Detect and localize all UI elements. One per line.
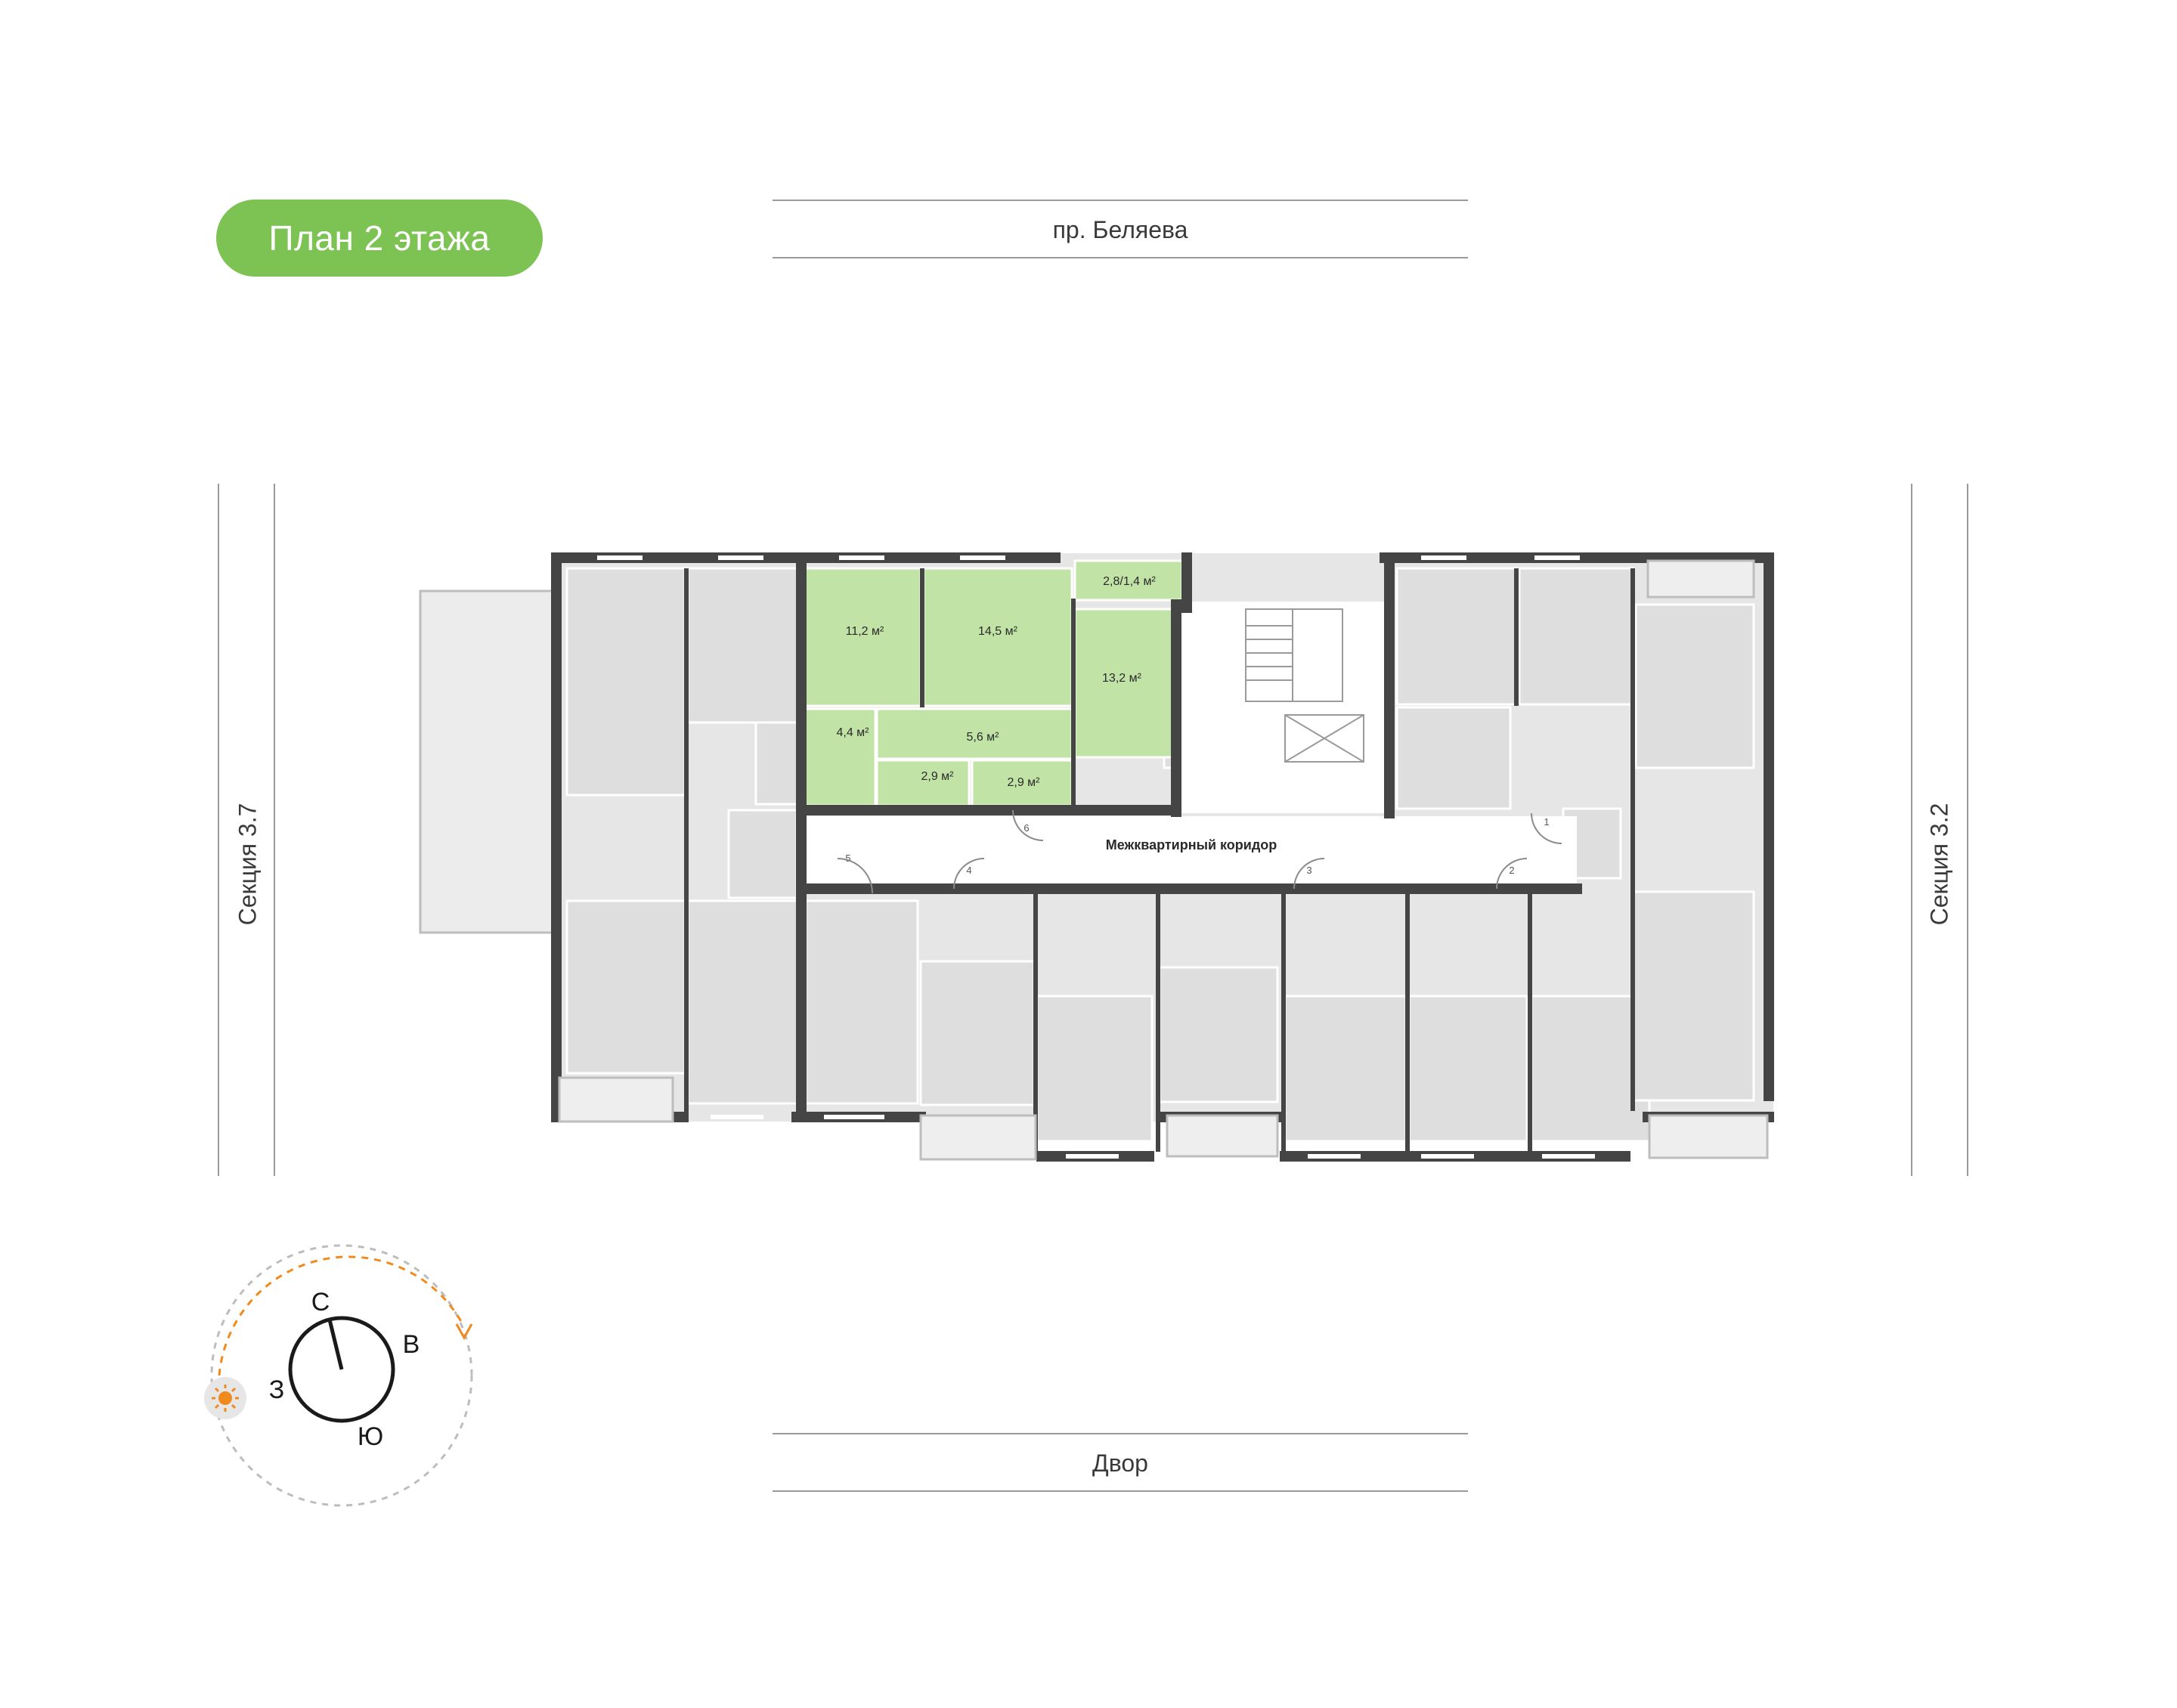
street-bottom-line-lower	[773, 1490, 1468, 1492]
terrace-left	[419, 589, 558, 934]
windows	[597, 555, 1595, 1159]
compass-dial	[288, 1316, 395, 1423]
compass-south: Ю	[358, 1422, 383, 1451]
storage-area: 2,9 м²	[1007, 776, 1040, 789]
door-number-3: 3	[1306, 865, 1311, 876]
compass: С В З Ю	[204, 1244, 473, 1507]
street-bottom-line-upper	[773, 1433, 1468, 1434]
wc-area: 2,9 м²	[921, 770, 954, 783]
door-number-4: 4	[966, 865, 971, 876]
section-left-line-inner	[274, 484, 275, 1176]
wc-shape	[875, 759, 971, 807]
page-title: План 2 этажа	[216, 200, 543, 277]
rooms	[565, 567, 1755, 1143]
compass-needle	[327, 1319, 344, 1370]
room-c-shape	[1073, 608, 1175, 759]
door-number-1: 1	[1544, 816, 1549, 828]
section-right-line-outer	[1911, 484, 1912, 1176]
section-right-line-inner	[1967, 484, 1968, 1176]
storage-shape	[971, 759, 1073, 807]
room-a-area: 11,2 м²	[846, 625, 884, 638]
street-top-line-upper	[773, 200, 1468, 201]
room-b-area: 14,5 м²	[978, 625, 1018, 638]
door-number-6: 6	[1023, 822, 1029, 834]
corridor-label: Межквартирный коридор	[1106, 837, 1277, 852]
arrow-head-icon	[455, 1323, 473, 1341]
street-bottom-label: Двор	[1092, 1450, 1148, 1477]
balcony-area: 2,8/1,4 м²	[1103, 575, 1156, 588]
room-c-area: 13,2 м²	[1102, 672, 1142, 685]
balcony-shape	[1073, 559, 1184, 602]
sun-path	[210, 1244, 473, 1507]
street-top-line-lower	[773, 257, 1468, 258]
door-swings	[837, 809, 1562, 894]
bath-area: 4,4 м²	[836, 726, 869, 739]
section-left-line-outer	[218, 484, 219, 1176]
compass-north: С	[311, 1288, 330, 1317]
balconies	[558, 559, 1769, 1161]
room-a-shape	[803, 567, 922, 707]
highlighted-apartment	[803, 559, 1184, 807]
bath-shape	[803, 707, 877, 807]
staircase	[1245, 608, 1364, 763]
hall-area: 5,6 м²	[966, 731, 999, 744]
compass-west: З	[269, 1375, 285, 1404]
door-number-5: 5	[845, 852, 850, 864]
thin-walls	[684, 568, 1635, 1152]
compass-east: В	[403, 1330, 420, 1359]
corridor	[801, 816, 1577, 886]
door-number-2: 2	[1509, 865, 1514, 876]
stair-hall	[1176, 602, 1389, 813]
sun-icon	[204, 1377, 246, 1419]
street-top-label: пр. Беляева	[1052, 216, 1188, 243]
sun-path-arrow-arc	[218, 1255, 464, 1376]
